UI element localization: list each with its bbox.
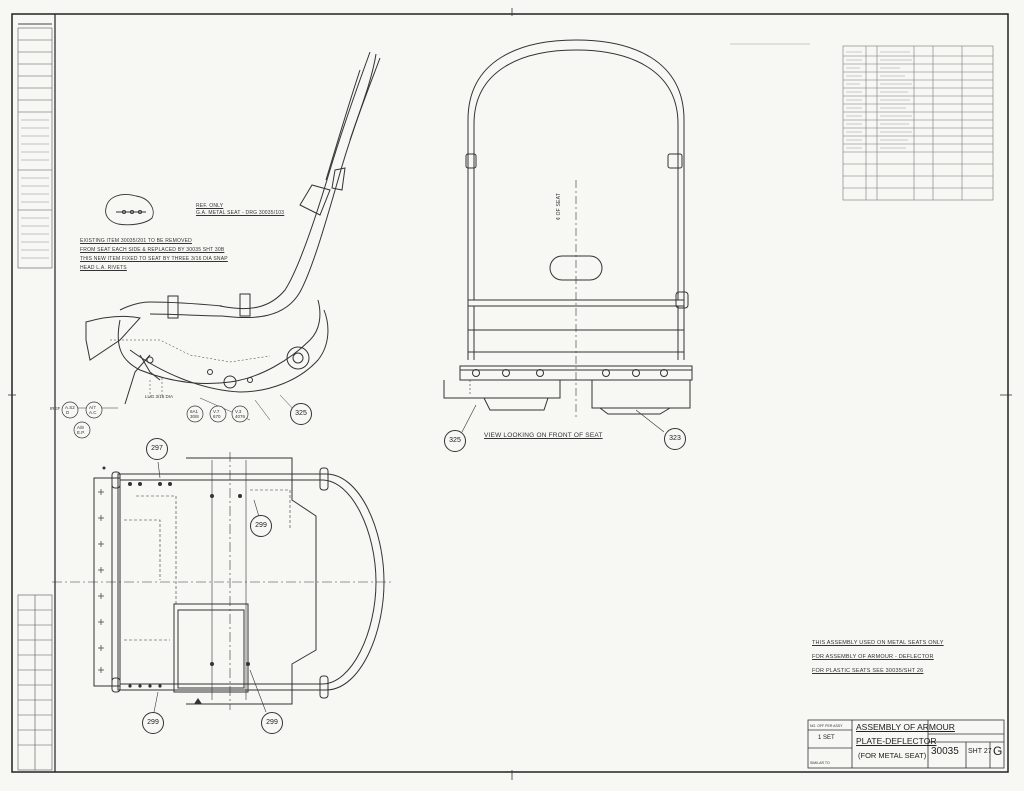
svg-text:A/8: A/8 (77, 425, 84, 430)
item-balloon-299: 299 (142, 712, 164, 734)
existing-item-note-2: FROM SEAT EACH SIDE & REPLACED BY 30035 … (80, 247, 225, 253)
svg-text:LUG 3/16 DIA: LUG 3/16 DIA (145, 394, 173, 399)
item-balloon-299: 299 (250, 515, 272, 537)
item-balloon-299: 299 (261, 712, 283, 734)
plan-view-rivets (102, 466, 250, 688)
title-block-line-3: (FOR METAL SEAT) (858, 751, 927, 760)
svg-text:NO. OFF PER ASSY: NO. OFF PER ASSY (810, 724, 843, 728)
svg-text:V.7: V.7 (213, 409, 220, 414)
drawing-number: 30035 (931, 746, 959, 757)
assembly-note-1: THIS ASSEMBLY USED ON METAL SEATS ONLY (812, 640, 944, 646)
item-balloon-297: 297 (146, 438, 168, 460)
svg-text:IREF: IREF (50, 406, 61, 411)
existing-item-note-4: HEAD L.A. RIVETS (80, 265, 127, 271)
item-balloon-325: 325 (444, 430, 466, 452)
front-view-title: VIEW LOOKING ON FRONT OF SEAT (484, 432, 603, 439)
revision-column (17, 27, 53, 771)
plan-view-fastener-marks (98, 489, 104, 673)
title-block-frame (807, 719, 1005, 769)
seat-centreline-label: ¢ OF SEAT (556, 193, 562, 220)
issue-letter: G (993, 744, 1003, 758)
seat-front-view (443, 39, 693, 415)
svg-text:SIMILAR TO: SIMILAR TO (810, 761, 830, 765)
title-block-line-1: ASSEMBLY OF ARMOUR (856, 722, 955, 732)
svg-text:4076: 4076 (235, 414, 246, 419)
svg-text:6A1: 6A1 (190, 409, 199, 414)
sheet-border (11, 13, 1009, 773)
item-balloon-325: 325 (290, 403, 312, 425)
svg-text:30/8: 30/8 (190, 414, 199, 419)
sheet-number: SHT 27 (968, 748, 992, 755)
ref-metal-seat-note: G.A. METAL SEAT - DRG 30035/103 (196, 210, 285, 216)
svg-text:D: D (66, 410, 70, 415)
svg-text:A/7: A/7 (89, 405, 96, 410)
ref-only-note: REF. ONLY (196, 203, 224, 209)
title-block-line-2: PLATE-DEFLECTOR (856, 736, 937, 746)
svg-text:V.3: V.3 (235, 409, 242, 414)
ref-detail-sketch (105, 194, 154, 226)
svg-text:A.S2: A.S2 (65, 405, 75, 410)
assembly-note-3: FOR PLASTIC SEATS SEE 30035/SHT 26 (812, 668, 924, 674)
item-balloon-323: 323 (664, 428, 686, 450)
parts-list-table (842, 45, 994, 201)
seat-side-view (85, 51, 381, 405)
existing-item-note-3: THIS NEW ITEM FIXED TO SEAT BY THREE 3/1… (80, 256, 228, 262)
plan-view-arrow-marker (194, 698, 202, 704)
assembly-note-2: FOR ASSEMBLY OF ARMOUR - DEFLECTOR (812, 654, 934, 660)
svg-text:A.C: A.C (89, 410, 97, 415)
title-block-quantity: 1 SET (818, 735, 835, 741)
svg-text:E.P.: E.P. (77, 430, 85, 435)
existing-item-note-1: EXISTING ITEM 30035/201 TO BE REMOVED (80, 238, 192, 244)
svg-text:670: 670 (213, 414, 221, 419)
side-view-callouts (61, 401, 249, 439)
